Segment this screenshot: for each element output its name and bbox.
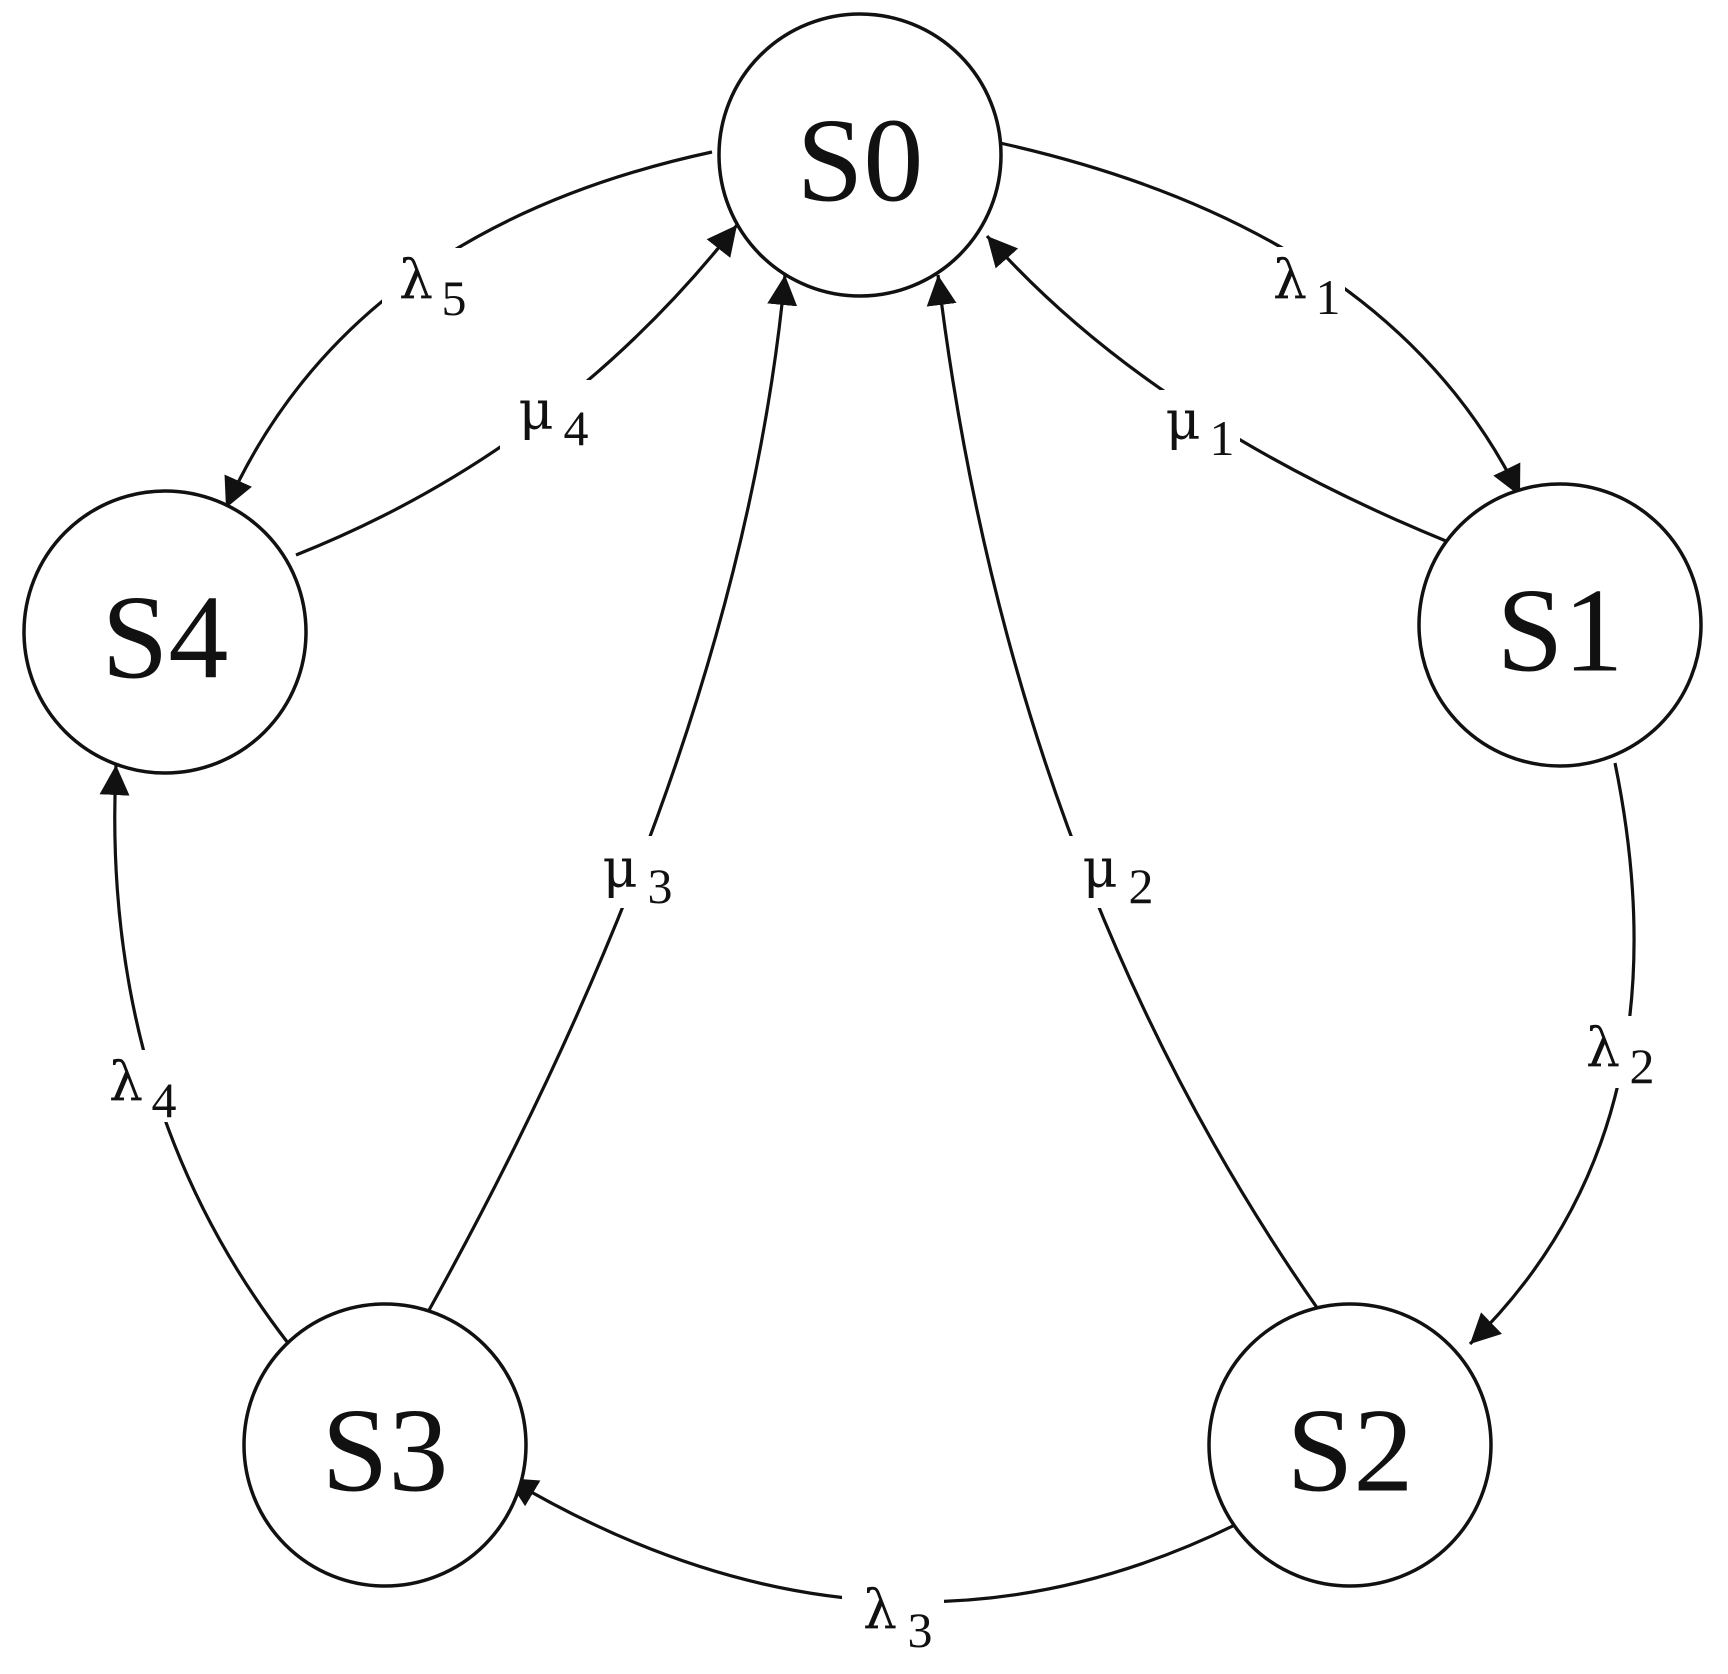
label-mu4-subscript: 4 <box>564 400 589 456</box>
label-mu3-subscript: 3 <box>648 858 673 914</box>
label-lambda2-subscript: 2 <box>1630 1038 1655 1094</box>
edge-labels: λ 1 λ 2 λ 3 λ 4 λ 5 μ 1 μ <box>92 247 1658 1658</box>
state-s4-label: S4 <box>102 571 229 704</box>
label-lambda2-symbol: λ <box>1586 1017 1620 1080</box>
label-mu1-subscript: 1 <box>1210 410 1235 466</box>
label-mu4: μ 4 <box>500 379 600 456</box>
label-mu1: μ 1 <box>1148 389 1240 466</box>
label-mu2: μ 2 <box>1065 836 1165 914</box>
label-mu3-symbol: μ <box>602 837 637 900</box>
state-s3: S3 <box>242 1302 528 1588</box>
label-lambda3-subscript: 3 <box>908 1602 933 1658</box>
label-mu3: μ 3 <box>584 836 684 914</box>
label-lambda2: λ 2 <box>1568 1016 1658 1094</box>
edge-lambda5 <box>224 150 713 509</box>
label-lambda5-subscript: 5 <box>442 270 467 326</box>
label-lambda3-symbol: λ <box>863 1579 897 1642</box>
label-lambda1-symbol: λ <box>1273 249 1307 312</box>
label-lambda4-subscript: 4 <box>152 1072 177 1128</box>
state-s2: S2 <box>1207 1302 1493 1588</box>
state-s0: S0 <box>717 12 1003 298</box>
state-s4-circle <box>22 489 308 775</box>
edge-mu3 <box>426 274 798 1313</box>
label-lambda4: λ 4 <box>92 1050 184 1128</box>
label-lambda1-subscript: 1 <box>1316 269 1341 325</box>
label-mu1-symbol: μ <box>1165 389 1200 452</box>
label-lambda4-symbol: λ <box>109 1051 143 1114</box>
label-lambda1: λ 1 <box>1255 247 1345 325</box>
state-s0-circle <box>717 12 1003 298</box>
label-mu2-symbol: μ <box>1082 837 1117 900</box>
edge-lambda2 <box>1468 762 1636 1346</box>
state-s2-label: S2 <box>1287 1384 1414 1517</box>
edge-mu2 <box>926 274 1322 1313</box>
states: S0 S1 S2 S3 S4 <box>22 12 1703 1588</box>
label-mu4-symbol: μ <box>518 379 553 442</box>
state-s3-label: S3 <box>322 1384 449 1517</box>
state-s1-circle <box>1417 482 1703 768</box>
label-lambda5-symbol: λ <box>399 249 433 312</box>
label-lambda5: λ 5 <box>382 248 474 326</box>
state-s2-circle <box>1207 1302 1493 1588</box>
edge-lambda1 <box>999 141 1522 497</box>
label-mu2-subscript: 2 <box>1129 858 1154 914</box>
state-s3-circle <box>242 1302 528 1588</box>
state-s1-label: S1 <box>1497 564 1624 697</box>
state-s0-label: S0 <box>797 94 924 227</box>
edge-mu1 <box>985 234 1447 543</box>
state-s4: S4 <box>22 489 308 775</box>
state-s1: S1 <box>1417 482 1703 768</box>
label-lambda3: λ 3 <box>842 1579 944 1658</box>
